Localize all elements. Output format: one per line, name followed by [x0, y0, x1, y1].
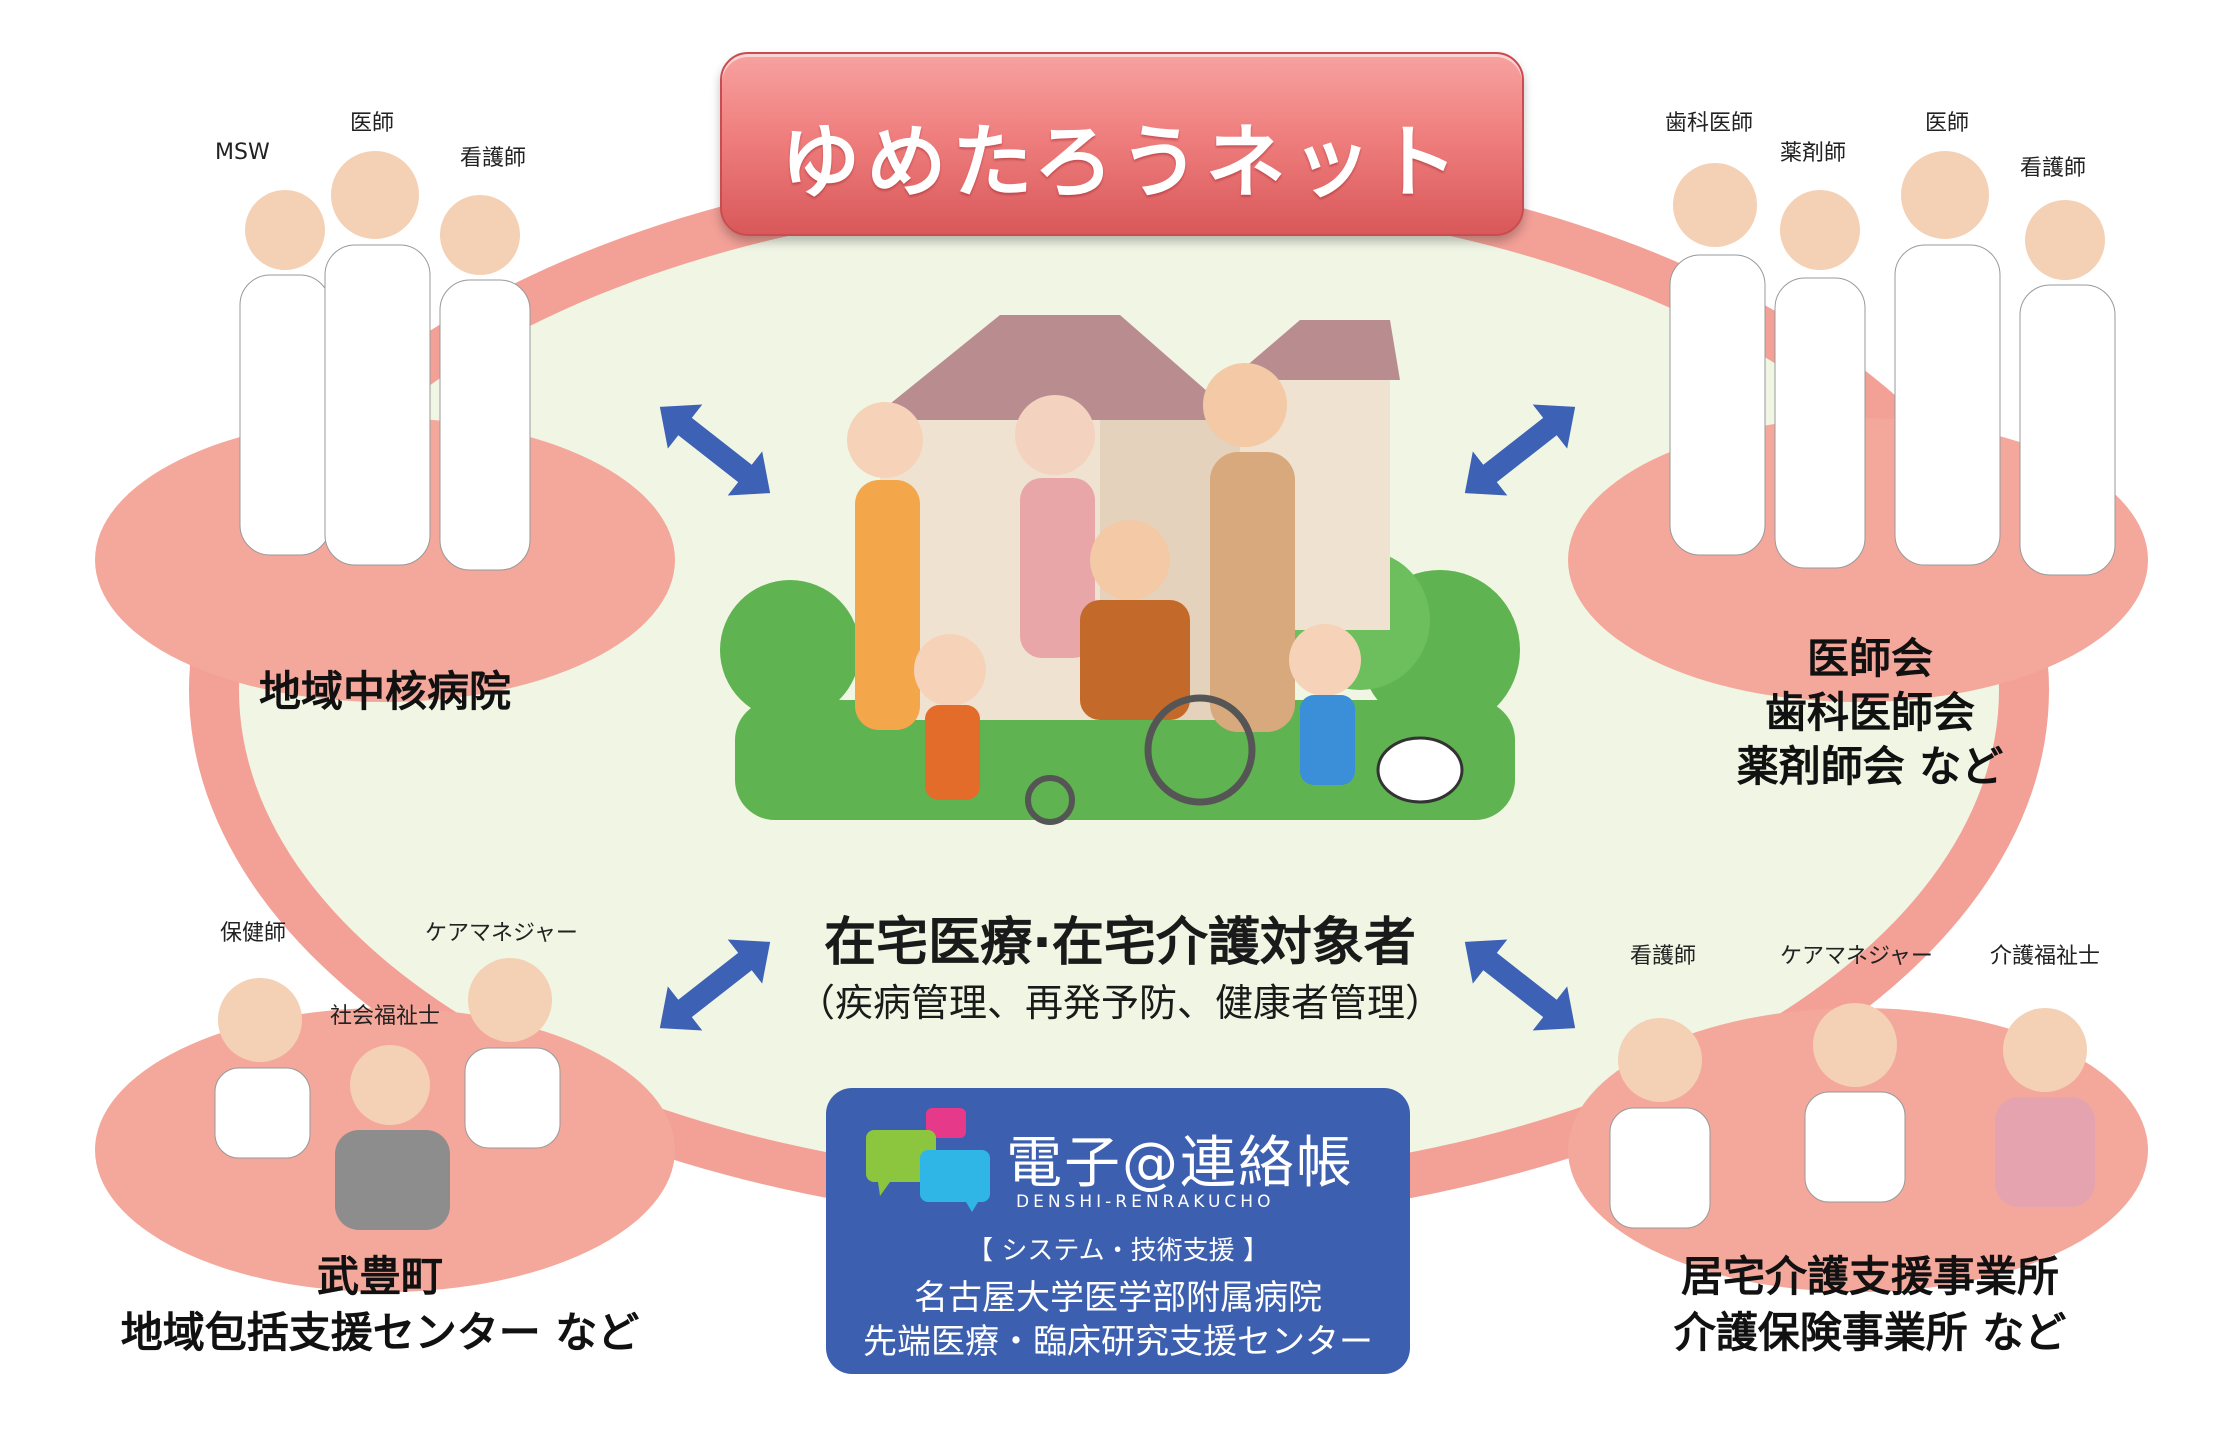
- role-care-worker: 介護福祉士: [1990, 944, 2101, 969]
- role-doctor: 医師: [1925, 111, 1970, 136]
- arrow-bottom-right: [1464, 939, 1576, 1031]
- group-label-medical-association: 医師会: [1806, 634, 1933, 683]
- arrow-top-left: [659, 404, 771, 496]
- group-label-care-support-office: 居宅介護支援事業所: [1680, 1252, 2059, 1301]
- system-logo-roman: DENSHI-RENRAKUCHO: [1016, 1192, 1275, 1212]
- staff-bottom-right-illustration: [1609, 1003, 2095, 1229]
- role-care-manager: ケアマネジャー: [425, 921, 578, 946]
- title-banner: ゆめたろうネット: [720, 52, 1524, 236]
- system-support-box: 電子@連絡帳 DENSHI-RENRAKUCHO 【 システム・技術支援 】 名…: [826, 1088, 1410, 1374]
- family-home-illustration: [720, 315, 1520, 825]
- arrow-top-right: [1464, 404, 1576, 496]
- role-care-manager: ケアマネジャー: [1780, 944, 1933, 969]
- arrow-bottom-left: [659, 939, 771, 1031]
- role-dentist: 歯科医師: [1665, 111, 1754, 136]
- staff-bottom-left-illustration: [214, 958, 561, 1230]
- role-social-worker: 社会福祉士: [330, 1004, 441, 1029]
- role-msw: MSW: [215, 140, 270, 165]
- group-label-community-center: 地域包括支援センター など: [120, 1308, 640, 1357]
- role-doctor: 医師: [350, 111, 395, 136]
- group-label-dental-association: 歯科医師会: [1764, 688, 1975, 737]
- role-pharmacist: 薬剤師: [1780, 141, 1847, 166]
- group-label-core-hospital: 地域中核病院: [258, 667, 511, 716]
- group-label-taketoyo: 武豊町: [316, 1252, 443, 1301]
- support-org-line1: 名古屋大学医学部附属病院: [914, 1278, 1322, 1318]
- chat-bubbles-icon: [866, 1108, 990, 1212]
- support-org-line2: 先端医療・臨床研究支援センター: [863, 1322, 1373, 1362]
- group-label-pharmacist-association: 薬剤師会 など: [1736, 742, 2004, 791]
- support-label: 【 システム・技術支援 】: [967, 1236, 1269, 1266]
- staff-top-right-illustration: [1669, 151, 2116, 576]
- title: ゆめたろうネット: [780, 116, 1464, 209]
- staff-top-left-illustration: [239, 151, 531, 571]
- group-label-care-insurance-office: 介護保険事業所 など: [1673, 1308, 2067, 1357]
- center-subtitle: （疾病管理、再発予防、健康者管理）: [796, 981, 1443, 1025]
- system-logo-text: 電子@連絡帳: [1006, 1131, 1354, 1196]
- role-public-health-nurse: 保健師: [220, 921, 287, 946]
- role-nurse: 看護師: [2020, 156, 2087, 181]
- role-nurse: 看護師: [460, 146, 527, 171]
- center-title: 在宅医療·在宅介護対象者: [824, 913, 1416, 973]
- role-nurse: 看護師: [1630, 944, 1697, 969]
